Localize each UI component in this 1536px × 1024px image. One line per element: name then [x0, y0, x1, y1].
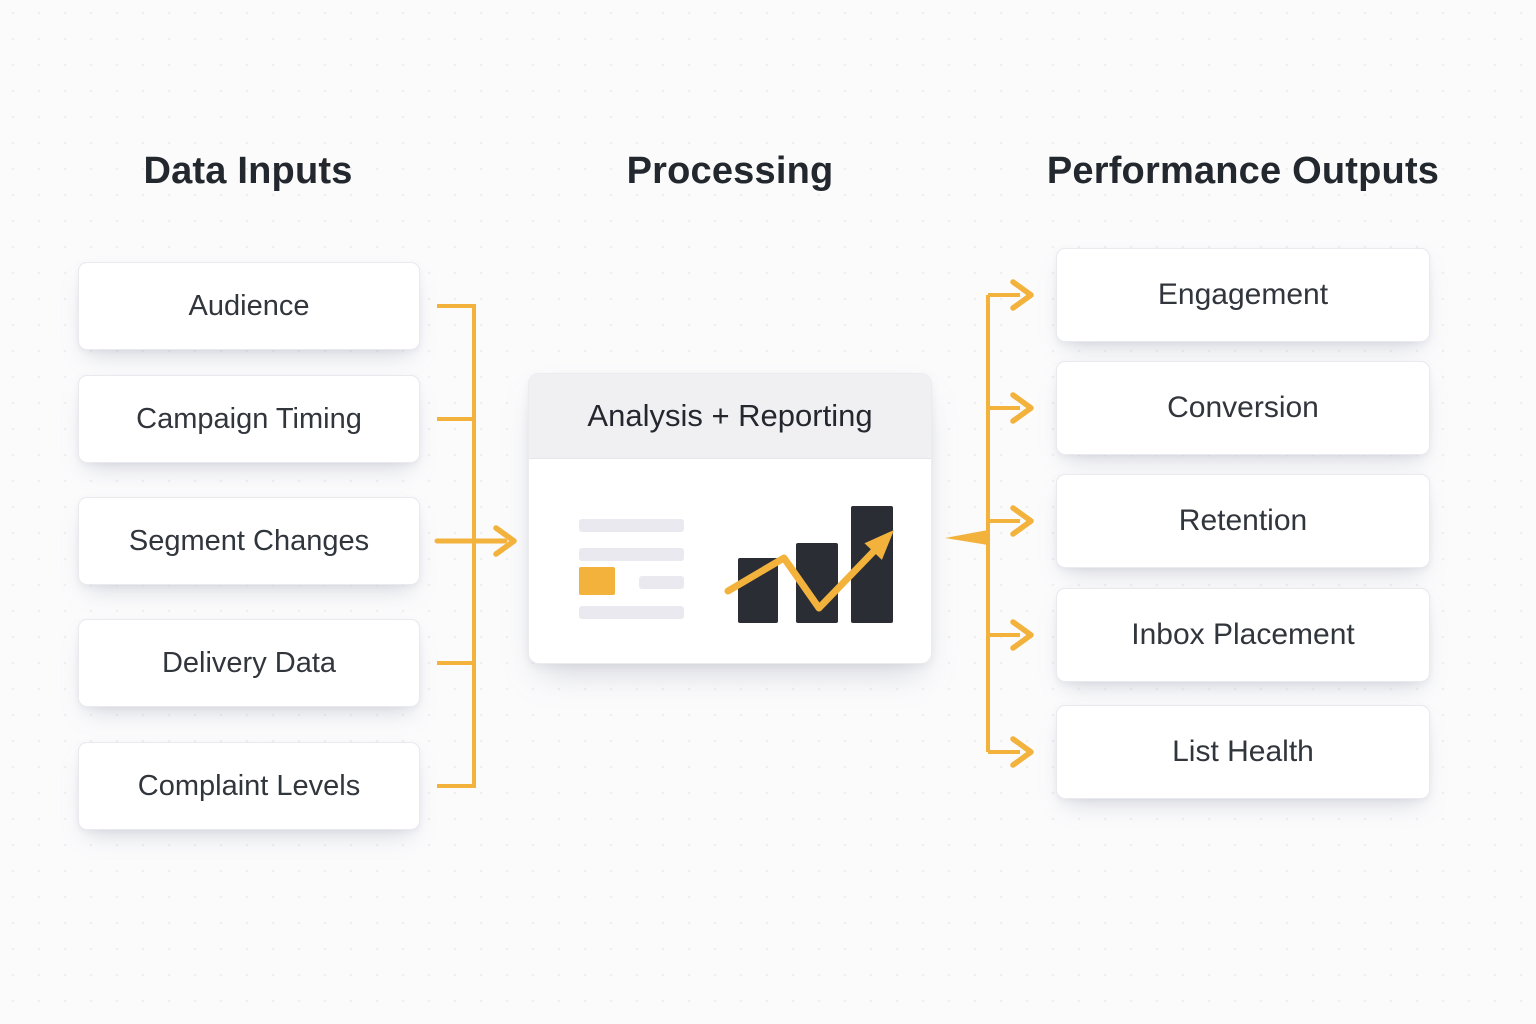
report-text-line-graphic — [579, 548, 684, 561]
output-node-label: Retention — [1178, 504, 1308, 537]
output-node-inbox-placement: Inbox Placement — [1056, 588, 1430, 682]
bar-chart-bar-graphic — [796, 543, 838, 623]
processing-card: Analysis + Reporting — [528, 373, 932, 664]
arrowhead-conversion-icon — [1010, 392, 1034, 424]
arrowhead-list-health-icon — [1010, 736, 1034, 768]
output-node-list-health: List Health — [1056, 705, 1430, 799]
bar-chart-bar-graphic — [738, 558, 778, 623]
bar-chart-bar-graphic — [851, 506, 893, 623]
input-node-delivery-data: Delivery Data — [78, 619, 420, 707]
inputs-column-title: Data Inputs — [143, 150, 353, 192]
output-node-label: Conversion — [1167, 391, 1319, 424]
processing-card-title: Analysis + Reporting — [587, 398, 873, 433]
report-illustration — [529, 459, 931, 663]
input-node-label: Segment Changes — [128, 524, 370, 557]
processing-column-title: Processing — [626, 150, 834, 192]
arrowhead-to-processing-icon — [493, 525, 517, 557]
output-node-engagement: Engagement — [1056, 248, 1430, 342]
report-text-line-graphic — [579, 606, 684, 619]
input-node-label: Audience — [188, 289, 310, 322]
input-node-label: Delivery Data — [161, 646, 337, 679]
input-node-label: Campaign Timing — [136, 402, 362, 435]
input-node-complaint-levels: Complaint Levels — [78, 742, 420, 830]
input-node-label: Complaint Levels — [137, 769, 361, 802]
input-node-campaign-timing: Campaign Timing — [78, 375, 420, 463]
report-text-line-graphic — [639, 576, 684, 589]
arrowhead-inbox-placement-icon — [1010, 619, 1034, 651]
arrowhead-retention-icon — [1010, 505, 1034, 537]
outputs-column-title: Performance Outputs — [1046, 150, 1440, 192]
connector-from-processing — [945, 530, 988, 545]
input-node-audience: Audience — [78, 262, 420, 350]
arrowhead-engagement-icon — [1010, 279, 1034, 311]
output-node-label: Engagement — [1157, 278, 1329, 311]
output-node-retention: Retention — [1056, 474, 1430, 568]
report-highlight-square-graphic — [579, 567, 615, 595]
report-text-line-graphic — [579, 519, 684, 532]
output-node-conversion: Conversion — [1056, 361, 1430, 455]
output-node-label: List Health — [1172, 735, 1314, 768]
input-node-segment-changes: Segment Changes — [78, 497, 420, 585]
processing-card-header: Analysis + Reporting — [529, 374, 931, 459]
output-node-label: Inbox Placement — [1131, 618, 1355, 651]
